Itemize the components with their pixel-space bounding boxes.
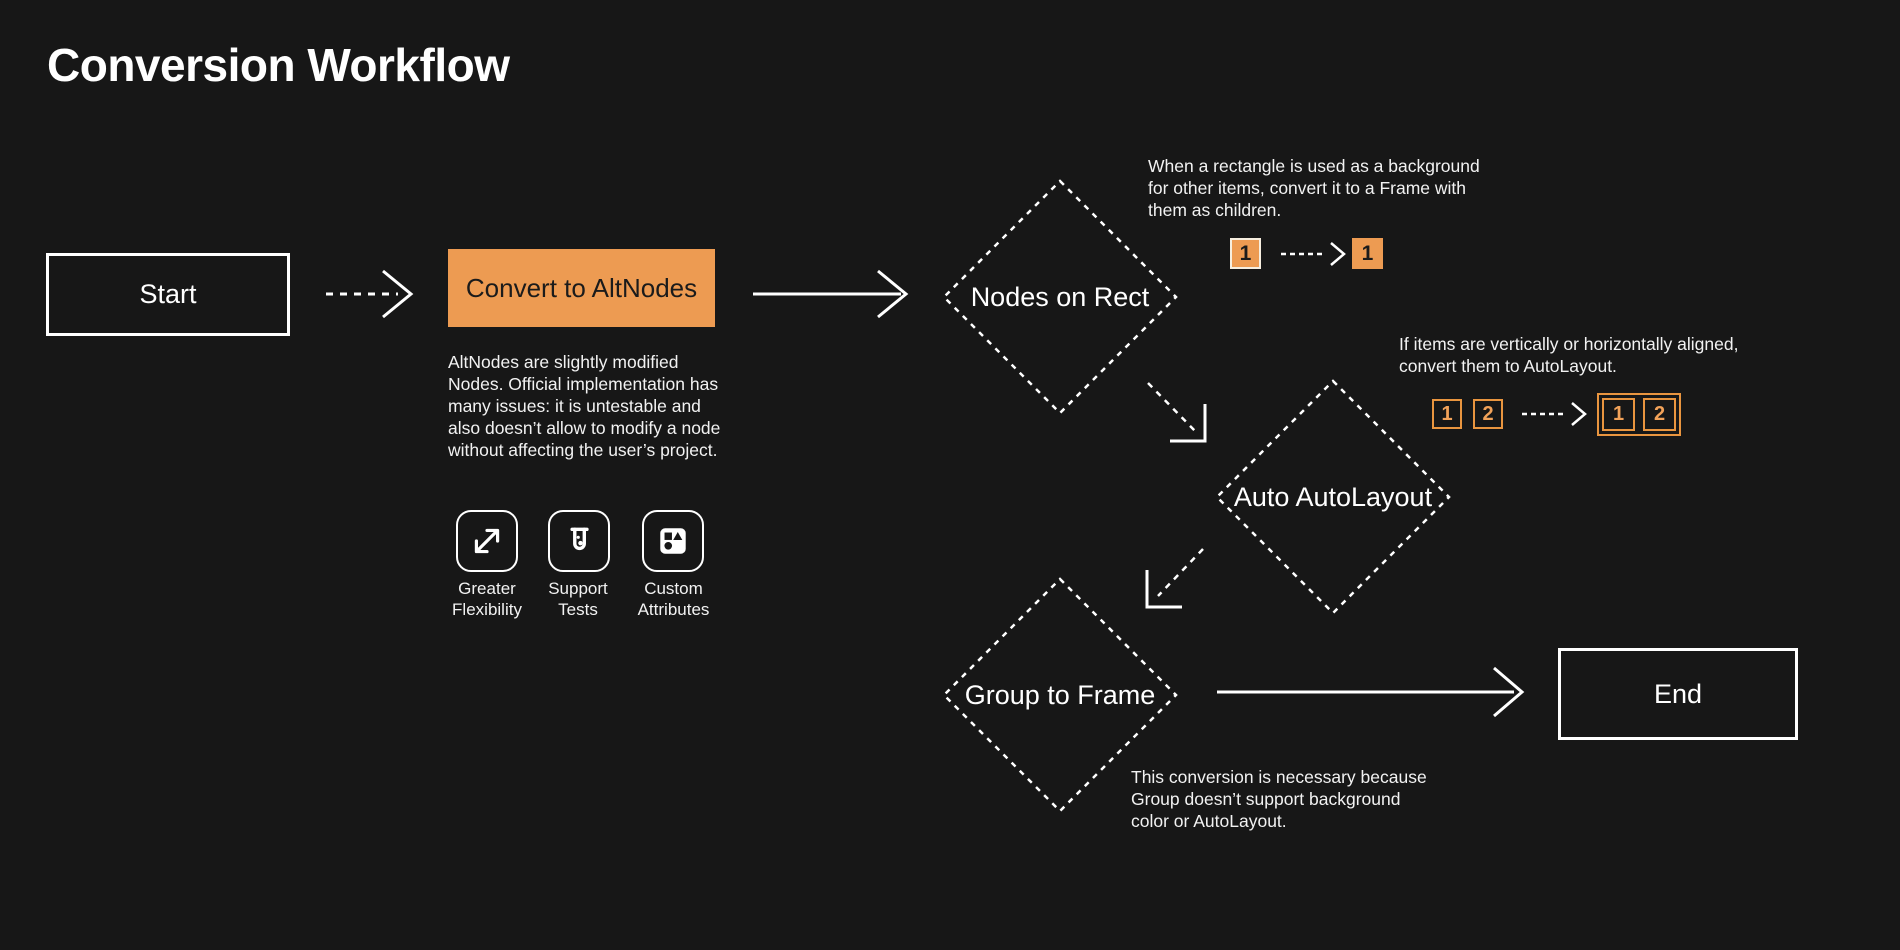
arrow-start-to-convert	[326, 269, 414, 319]
mini-arrow-items-to-autolayout	[1522, 402, 1587, 426]
feature-custom-attributes	[642, 510, 704, 572]
mini-item-2-after-digit: 2	[1653, 403, 1666, 425]
arrow-group-to-frame-to-end	[1217, 666, 1525, 718]
arrow-nodes-on-rect-to-autolayout	[1147, 382, 1207, 443]
shapes-attributes-icon	[660, 528, 686, 554]
mini-rect-before-digit: 1	[1239, 241, 1252, 265]
mini-arrow-rect-to-frame	[1281, 242, 1346, 266]
test-tube-icon	[570, 527, 589, 551]
mini-item-1-digit: 1	[1441, 402, 1453, 425]
arrow-autolayout-to-group-to-frame	[1145, 548, 1204, 609]
feature-greater-flexibility-label: Greater Flexibility	[452, 579, 522, 619]
node-nodes-on-rect: Nodes on Rect	[970, 282, 1150, 312]
mini-item-2-digit: 2	[1482, 402, 1494, 425]
node-group-to-frame: Group to Frame	[964, 680, 1156, 710]
feature-support-tests-label: Support Tests	[548, 579, 608, 619]
node-start: Start	[46, 253, 290, 336]
feature-support-tests	[548, 510, 610, 572]
mini-item-1-before: 1	[1432, 399, 1462, 429]
expand-arrows-icon	[474, 528, 500, 554]
feature-custom-attributes-label: Custom Attributes	[637, 579, 710, 619]
mini-rect-before: 1	[1230, 238, 1261, 269]
mini-item-1-after-digit: 1	[1612, 403, 1625, 425]
feature-greater-flexibility	[456, 510, 518, 572]
mini-frame-after-digit: 1	[1361, 241, 1374, 265]
node-end-label: End	[1653, 678, 1703, 709]
nodes-on-rect-note: When a rectangle is used as a background…	[1148, 156, 1480, 220]
mini-frame-after: 1	[1352, 238, 1383, 269]
page-title: Conversion Workflow	[47, 39, 510, 91]
node-convert-label: Convert to AltNodes	[465, 272, 698, 303]
mini-item-2-before: 2	[1473, 399, 1503, 429]
arrow-convert-to-nodes-on-rect	[753, 269, 909, 319]
node-start-label: Start	[139, 279, 197, 309]
node-end: End	[1558, 648, 1798, 740]
altnodes-description: AltNodes are slightly modified Nodes. Of…	[448, 352, 721, 460]
mini-autolayout-container: 1 2	[1597, 393, 1681, 436]
node-convert-to-altnodes: Convert to AltNodes	[448, 249, 715, 327]
autolayout-note: If items are vertically or horizontally …	[1399, 334, 1739, 376]
mini-item-1-after: 1	[1602, 398, 1635, 431]
mini-item-2-after: 2	[1643, 398, 1676, 431]
node-auto-autolayout: Auto AutoLayout	[1233, 482, 1433, 512]
group-note: This conversion is necessary because Gro…	[1131, 767, 1427, 831]
